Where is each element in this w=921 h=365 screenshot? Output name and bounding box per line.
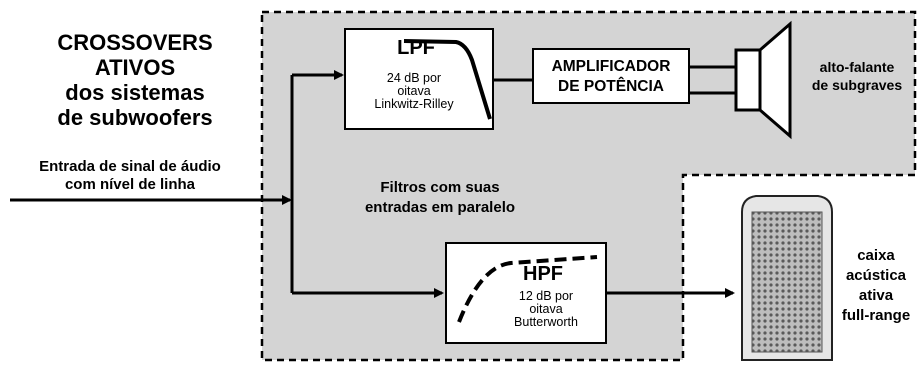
subwoofer-label-line-2: de subgraves [811, 77, 903, 93]
lpf-spec: 24 dB por oitava Linkwitz-Rilley [354, 71, 474, 112]
title-line-3: dos sistemas [65, 80, 205, 105]
fullrange-label: caixa acústica ativa full-range [832, 246, 920, 326]
lpf-spec-line-1: 24 dB por [386, 71, 442, 85]
hpf-spec-line-3: Butterworth [514, 315, 578, 330]
lpf-spec-line-3: Linkwitz-Rilley [374, 97, 454, 112]
amplifier-box: AMPLIFICADOR DE POTÊNCIA [532, 48, 690, 104]
lpf-response-curve-icon [403, 39, 492, 120]
parallel-filters-note: Filtros com suas entradas em paralelo [320, 178, 560, 218]
input-label-line-2: com nível de linha [64, 176, 196, 193]
fullrange-label-line-1: caixa [857, 247, 895, 264]
amplifier-label: AMPLIFICADOR DE POTÊNCIA [534, 57, 688, 97]
hpf-spec-line-2: oitava [529, 302, 563, 317]
lpf-name: LPF [397, 37, 435, 59]
amplifier-label-line-2: DE POTÊNCIA [558, 78, 664, 95]
subwoofer-label-line-1: alto-falante [819, 59, 895, 75]
fullrange-speaker-cabinet-icon [741, 195, 833, 361]
title-line-1: CROSSOVERS [57, 30, 213, 55]
title-line-4: de subwoofers [57, 105, 213, 130]
hpf-response-curve-icon [457, 255, 598, 323]
input-label: Entrada de sinal de áudio com nível de l… [0, 158, 260, 194]
hpf-spec-line-1: 12 dB por [518, 289, 574, 303]
hpf-filter-box: HPF 12 dB por oitava Butterworth [445, 242, 607, 344]
amplifier-label-line-1: AMPLIFICADOR [551, 58, 671, 75]
lpf-filter-box: LPF 24 dB por oitava Linkwitz-Rilley [344, 28, 494, 130]
lpf-spec-line-2: oitava [397, 84, 431, 99]
hpf-spec: 12 dB por oitava Butterworth [491, 289, 601, 330]
title-line-2: ATIVOS [94, 55, 176, 80]
parallel-note-line-1: Filtros com suas [380, 179, 500, 196]
fullrange-label-line-3: ativa [858, 287, 894, 304]
subwoofer-label: alto-falante de subgraves [795, 58, 919, 94]
diagram-title: CROSSOVERS ATIVOS dos sistemas de subwoo… [20, 30, 250, 130]
hpf-name: HPF [523, 263, 563, 285]
fullrange-label-line-4: full-range [841, 307, 911, 324]
subwoofer-speaker-icon [734, 20, 792, 140]
parallel-note-line-2: entradas em paralelo [364, 199, 516, 216]
fullrange-label-line-2: acústica [845, 267, 907, 284]
input-label-line-1: Entrada de sinal de áudio [39, 158, 221, 175]
